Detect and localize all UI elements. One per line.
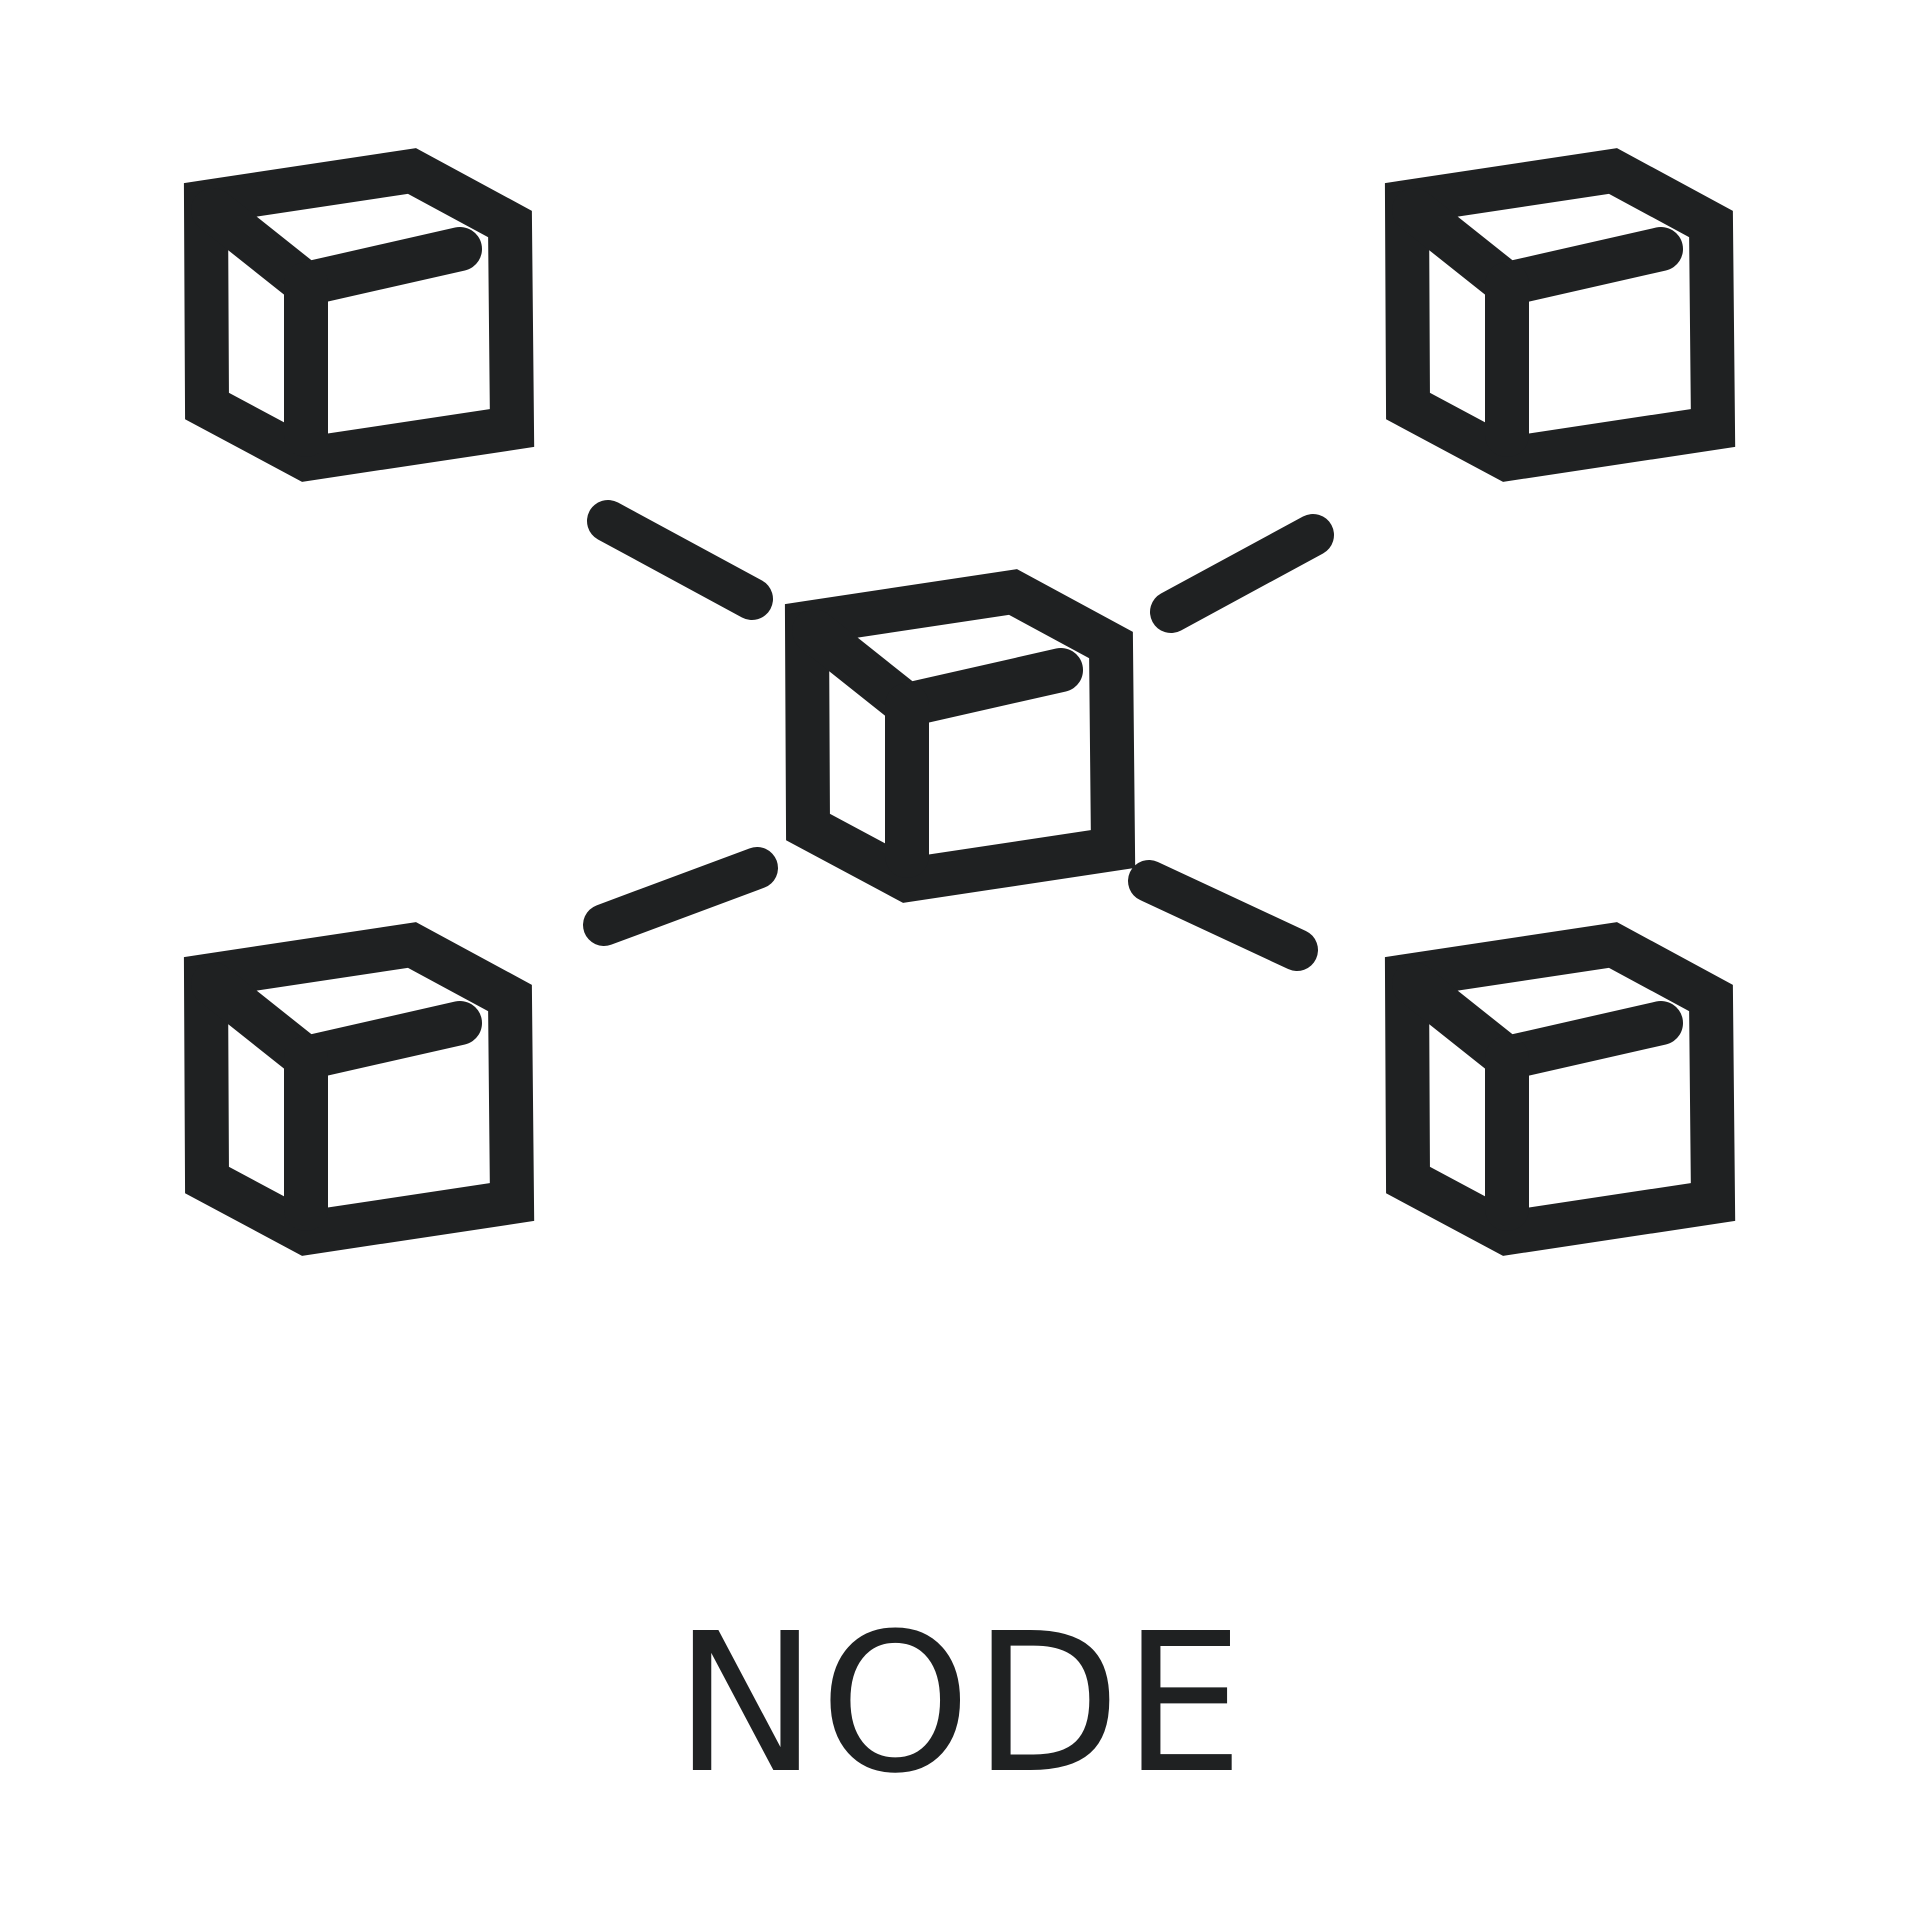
cube-icon-center xyxy=(807,592,1113,880)
connector-line-bottom-left xyxy=(583,847,778,946)
cube-icon-top-left xyxy=(206,171,512,459)
connector-line-top-left xyxy=(587,500,773,620)
connector-line-bottom-right xyxy=(1128,860,1318,971)
connector-line-top-right xyxy=(1150,514,1334,633)
cube-icon-bottom-left xyxy=(206,945,512,1233)
cube-icon-top-right xyxy=(1407,171,1713,459)
cube-icon-bottom-right xyxy=(1407,945,1713,1233)
caption-label: NODE xyxy=(674,1593,1246,1816)
